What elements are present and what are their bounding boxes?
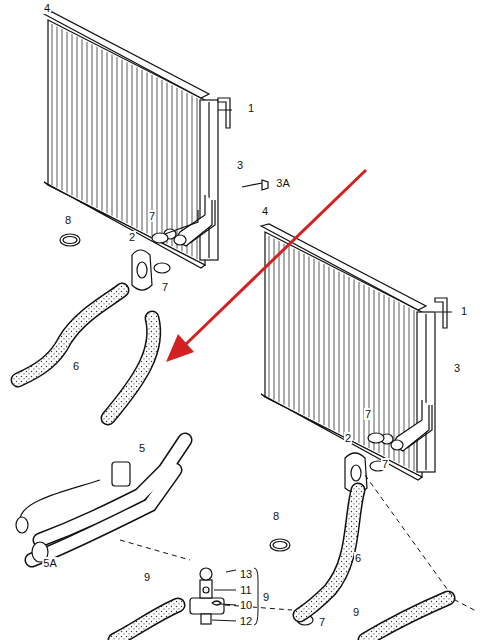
callout-number: 3A bbox=[275, 177, 290, 189]
callout-number: 1 bbox=[247, 102, 255, 114]
hoses bbox=[18, 290, 448, 640]
callout-number: 13 bbox=[239, 568, 253, 580]
callout-number: 8 bbox=[272, 510, 280, 522]
callout-number: 7 bbox=[161, 281, 169, 293]
callout-number: 9 bbox=[262, 591, 270, 603]
callout-number: 9 bbox=[352, 606, 360, 618]
callout-number: 5A bbox=[42, 557, 57, 569]
callout-number: 11 bbox=[239, 584, 252, 596]
callout-number: 7 bbox=[364, 408, 372, 420]
red-arrow bbox=[166, 170, 366, 362]
pipe-assembly-and-valve bbox=[16, 462, 224, 624]
callout-number: 4 bbox=[261, 205, 269, 217]
callout-number: 7 bbox=[318, 616, 326, 628]
callout-number: 5 bbox=[138, 442, 146, 454]
leader-lines bbox=[212, 110, 452, 625]
radiator bbox=[44, 12, 447, 480]
callout-number: 2 bbox=[128, 231, 136, 243]
callout-number: 2 bbox=[344, 432, 352, 444]
dashed-guide-lines bbox=[120, 475, 478, 612]
callout-number: 3 bbox=[453, 362, 461, 374]
callout-number: 4 bbox=[43, 2, 51, 14]
callout-number: 10 bbox=[239, 599, 253, 611]
callout-number: 7 bbox=[148, 210, 156, 222]
callout-number: 6 bbox=[354, 552, 362, 564]
callout-number: 12 bbox=[239, 615, 253, 627]
callout-number: 3 bbox=[236, 159, 244, 171]
callout-number: 6 bbox=[72, 360, 80, 372]
callout-number: 8 bbox=[64, 214, 72, 226]
callout-number: 1 bbox=[460, 305, 468, 317]
callout-number: 9 bbox=[143, 571, 151, 583]
callout-number: 7 bbox=[381, 458, 389, 470]
